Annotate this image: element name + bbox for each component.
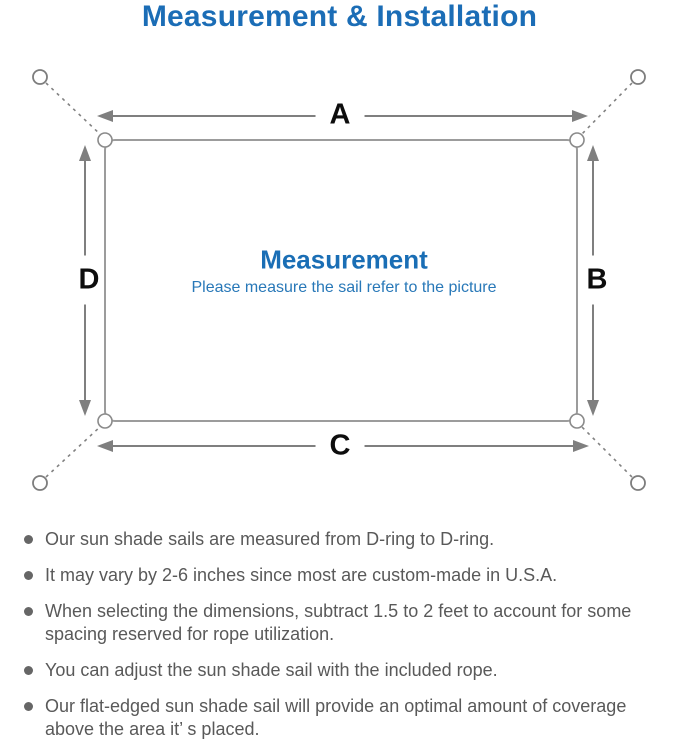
tie-line-bottom-right — [579, 424, 633, 478]
note-text: Our sun shade sails are measured from D-… — [45, 529, 495, 549]
sail-outline — [104, 139, 578, 422]
arrowhead-bottom-left — [97, 440, 113, 452]
dimension-label-c: C — [315, 429, 365, 463]
note-item: When selecting the dimensions, subtract … — [24, 600, 661, 646]
d-ring-top-left — [97, 132, 113, 148]
d-ring-bottom-left — [97, 413, 113, 429]
tie-line-bottom-left — [45, 424, 103, 478]
arrowhead-right-top — [587, 145, 599, 161]
arrowhead-bottom-right — [573, 440, 589, 452]
dimension-label-d: D — [75, 255, 103, 305]
tie-line-top-right — [579, 82, 633, 137]
bullet-dot — [24, 607, 33, 616]
page-title: Measurement & Installation — [141, 0, 538, 33]
note-item: Our flat-edged sun shade sail will provi… — [24, 695, 661, 739]
measurement-diagram: A B C D Measurement Please measure the s… — [0, 40, 679, 525]
tie-line-top-left — [45, 82, 103, 137]
d-ring-top-right — [569, 132, 585, 148]
note-text: It may vary by 2-6 inches since most are… — [45, 565, 558, 585]
anchor-point-bottom-right — [630, 475, 646, 491]
anchor-point-top-right — [630, 69, 646, 85]
note-text: You can adjust the sun shade sail with t… — [45, 660, 498, 680]
arrowhead-top-right — [572, 110, 588, 122]
note-item: You can adjust the sun shade sail with t… — [24, 659, 661, 682]
arrowhead-left-top — [79, 145, 91, 161]
dimension-label-a: A — [315, 98, 365, 132]
diagram-subtitle: Please measure the sail refer to the pic… — [191, 279, 497, 296]
arrowhead-top-left — [97, 110, 113, 122]
arrowhead-left-bottom — [79, 400, 91, 416]
note-text: Our flat-edged sun shade sail will provi… — [45, 696, 627, 739]
dimension-label-b: B — [583, 255, 611, 305]
anchor-point-bottom-left — [32, 475, 48, 491]
anchor-point-top-left — [32, 69, 48, 85]
instruction-notes: Our sun shade sails are measured from D-… — [0, 528, 679, 739]
bullet-dot — [24, 702, 33, 711]
note-item: Our sun shade sails are measured from D-… — [24, 528, 661, 551]
bullet-dot — [24, 571, 33, 580]
note-text: When selecting the dimensions, subtract … — [45, 601, 632, 644]
d-ring-bottom-right — [569, 413, 585, 429]
diagram-heading: Measurement — [260, 244, 428, 275]
note-item: It may vary by 2-6 inches since most are… — [24, 564, 661, 587]
bullet-dot — [24, 666, 33, 675]
bullet-dot — [24, 535, 33, 544]
arrowhead-right-bottom — [587, 400, 599, 416]
